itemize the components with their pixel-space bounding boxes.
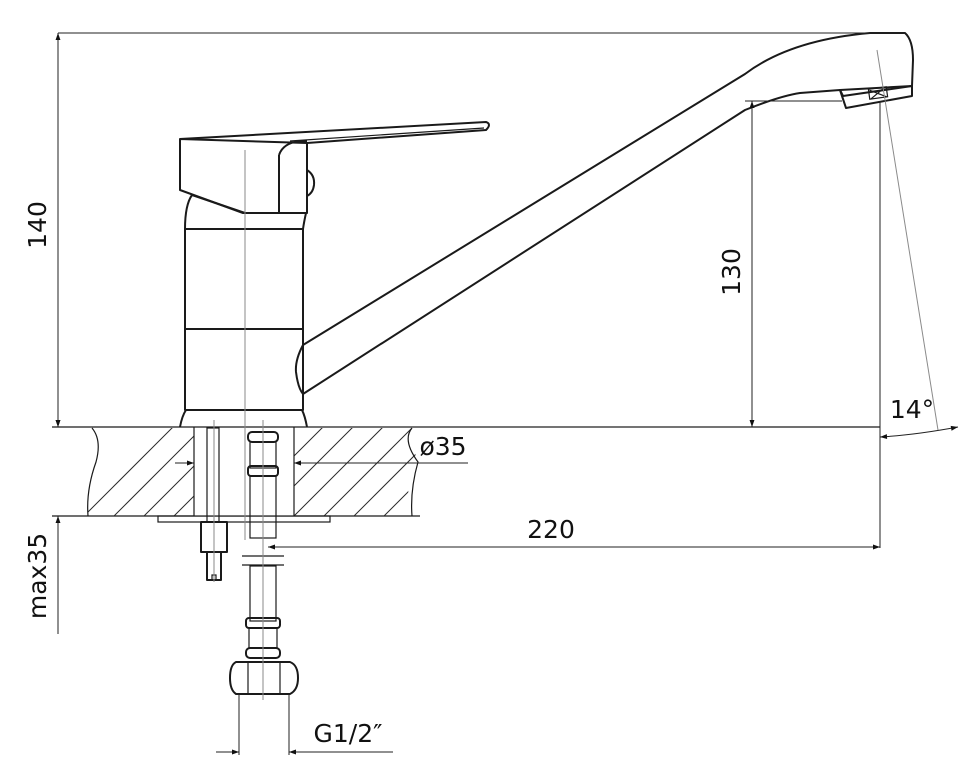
spout-outline — [294, 32, 914, 395]
body-base — [179, 409, 308, 428]
mounting-washer — [157, 515, 331, 523]
aerator — [839, 85, 913, 109]
dimension-max35: max35 — [23, 400, 61, 634]
break-line-right — [407, 427, 419, 517]
faucet-body — [179, 121, 490, 428]
swivel-spout — [294, 32, 914, 395]
countertop-section — [52, 426, 880, 523]
body-lower — [184, 328, 304, 411]
dimension-220: 220 — [268, 515, 880, 550]
lever-handle — [179, 121, 490, 144]
dim-label-diameter: ø35 — [419, 432, 466, 461]
break-line-left — [87, 427, 99, 517]
dimension-130: 130 — [305, 100, 842, 428]
dimension-angle: 14° — [879, 101, 959, 548]
center-lines — [213, 49, 939, 700]
dimension-140: 140 — [23, 32, 905, 427]
hose-hex-nut — [229, 661, 299, 695]
dimension-thread: G1/2″ — [216, 694, 393, 755]
lever-block — [179, 138, 308, 214]
hatching — [87, 428, 419, 516]
dim-label-140: 140 — [23, 201, 52, 249]
dim-label-130: 130 — [717, 248, 746, 296]
dim-label-angle: 14° — [890, 395, 934, 424]
dim-label-thread: G1/2″ — [314, 719, 383, 748]
body-upper — [184, 228, 304, 330]
dim-label-max35: max35 — [23, 533, 52, 619]
lever-screw — [306, 169, 316, 197]
dimension-diameter: ø35 — [175, 432, 468, 466]
dim-label-220: 220 — [527, 515, 575, 544]
